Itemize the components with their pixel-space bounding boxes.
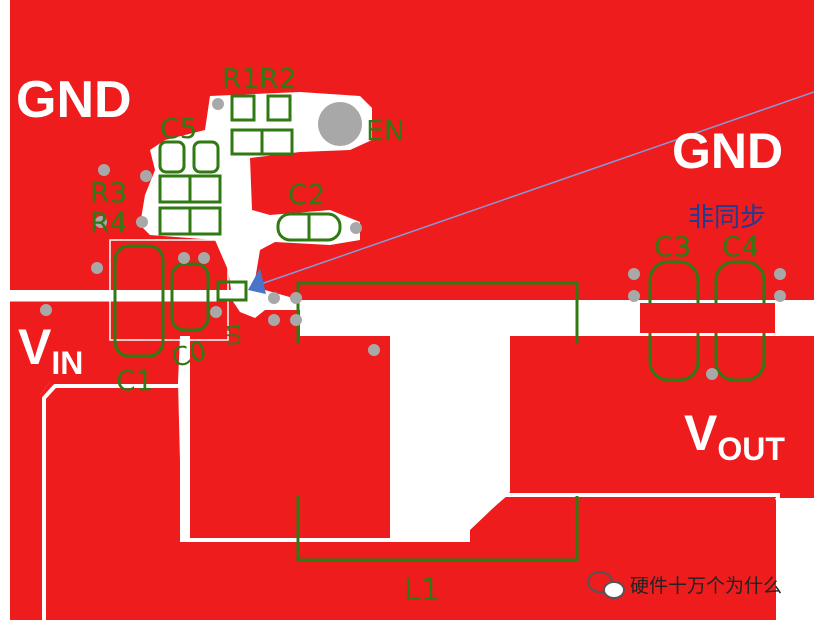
- watermark-text: 硬件十万个为什么: [630, 575, 782, 597]
- vout-copper: [470, 336, 814, 620]
- watermark: 硬件十万个为什么: [587, 571, 782, 599]
- r3-label: R3: [90, 176, 127, 209]
- gnd-right-label: GND: [672, 123, 783, 179]
- r2-outline: [266, 94, 292, 122]
- inductor-gap: [390, 336, 510, 530]
- c0-outline: [170, 262, 210, 332]
- l1-label: L1: [404, 573, 440, 608]
- c1-outline: [113, 244, 165, 358]
- vout-label: VOUT: [684, 405, 785, 467]
- vout-label-main: V: [684, 405, 718, 461]
- c3-label: C3: [654, 230, 691, 263]
- r1-outline: [230, 94, 256, 122]
- c2-label: C2: [288, 178, 325, 211]
- c1-label: C1: [116, 364, 153, 397]
- c5-label: C5: [160, 112, 197, 145]
- c5-outline-left: [158, 140, 186, 174]
- vout-label-sub: OUT: [717, 431, 785, 467]
- vin-outline: [42, 384, 395, 620]
- c5-outline-right: [192, 140, 220, 174]
- u1-label: U1: [224, 321, 245, 346]
- c4-label: C4: [722, 230, 759, 263]
- vin-label-main: V: [18, 319, 52, 375]
- l1-outline-bottom: [296, 496, 579, 562]
- annotation-arrow-icon: [248, 268, 266, 294]
- switch-node-copper: [190, 336, 390, 542]
- vout-outline: [468, 493, 780, 620]
- vias: [40, 98, 786, 380]
- vin-label-sub: IN: [51, 345, 83, 381]
- vin-copper: [10, 300, 300, 620]
- ic-pin-marker: [216, 280, 248, 302]
- gnd-left-label: GND: [16, 71, 132, 129]
- annotation-line: [257, 91, 814, 286]
- async-annotation: 非同步: [688, 203, 766, 233]
- en-label: EN: [366, 114, 405, 147]
- wechat-icon: [587, 571, 625, 599]
- en-pad: [318, 102, 362, 146]
- r1r2-label: R1R2: [222, 62, 297, 95]
- vin-label: VIN: [18, 319, 83, 381]
- l1-outline-top: [296, 281, 579, 344]
- r4-label: R4: [90, 206, 127, 239]
- ic-selection-box: [109, 239, 229, 341]
